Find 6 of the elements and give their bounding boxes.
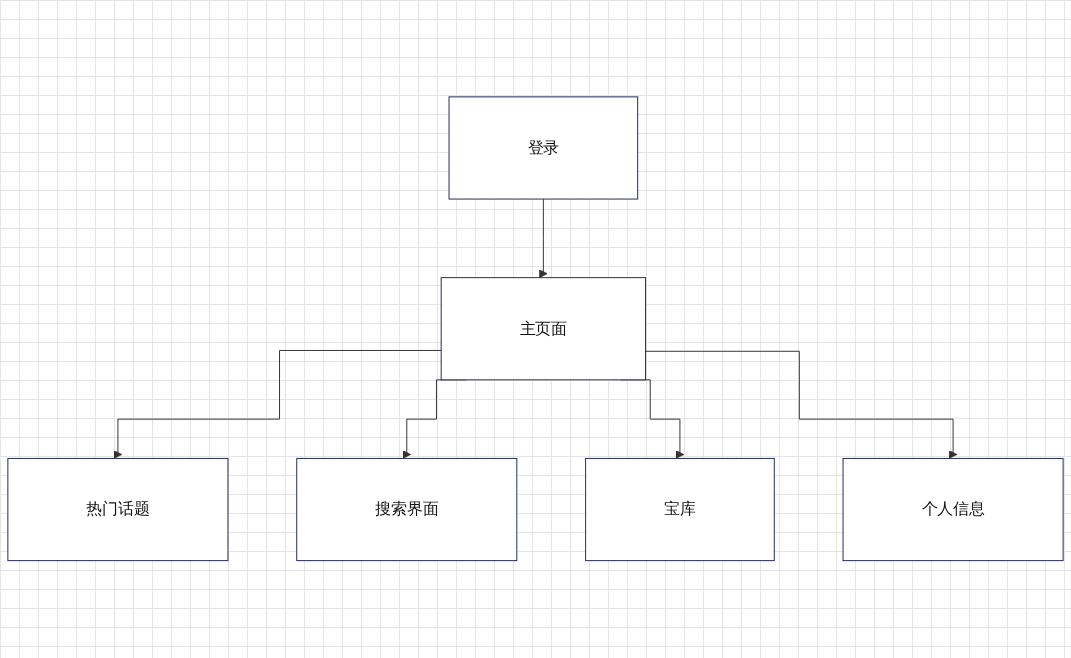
node-box: 主页面 [440, 277, 647, 381]
node-box: 热门话题 [7, 458, 229, 562]
node-box: 宝库 [585, 458, 775, 562]
node-box: 登录 [448, 96, 639, 200]
node-box: 搜索界面 [296, 458, 518, 562]
node-box: 个人信息 [842, 458, 1064, 562]
